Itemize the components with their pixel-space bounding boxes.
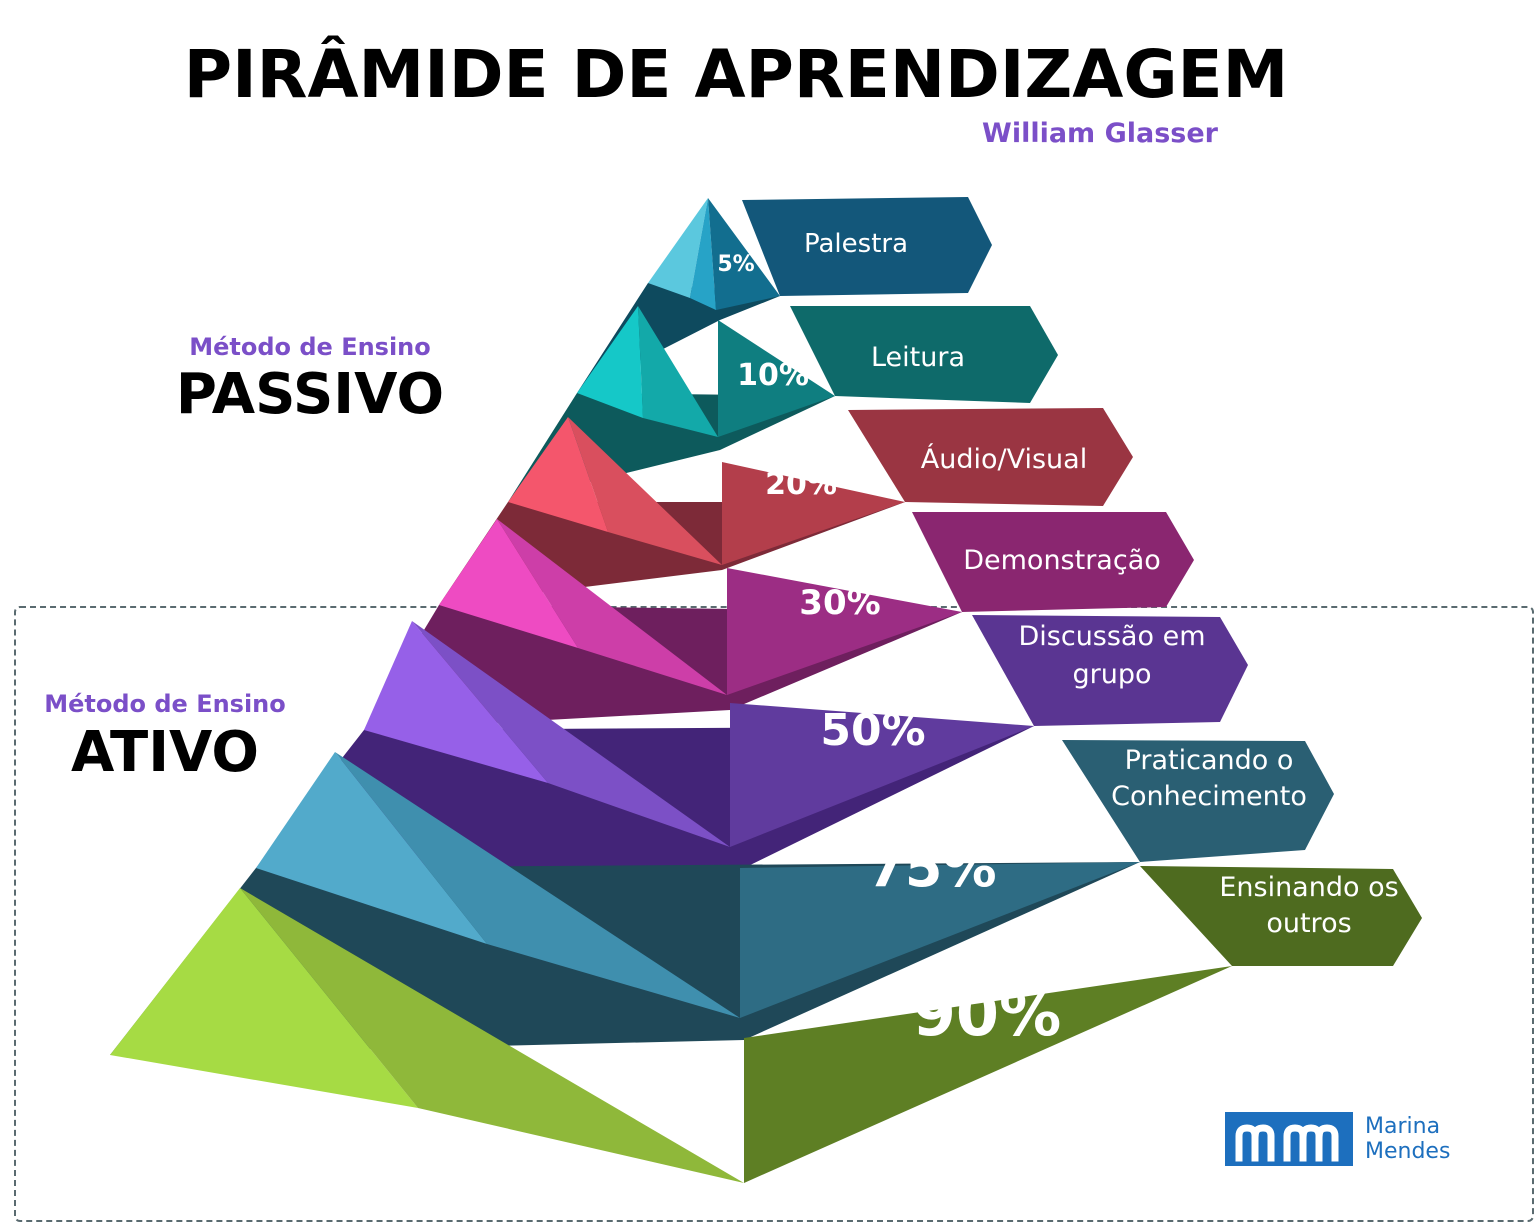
level-4-percent: 30% — [799, 583, 880, 623]
level-3-right-face — [722, 462, 905, 565]
level-3-middle-face — [568, 417, 722, 565]
level-6-left-face — [256, 752, 487, 944]
level-6-right-face — [740, 862, 1140, 1018]
level-6-label-line-1: Praticando o — [1125, 745, 1294, 776]
level-1-percent: 5% — [717, 252, 754, 277]
brand-name-line1: Marina — [1365, 1114, 1441, 1139]
level-1-label-tab — [742, 197, 992, 296]
level-7-label-tab — [1140, 866, 1422, 966]
level-6-middle-face — [335, 752, 740, 1018]
level-7-left-face — [110, 888, 418, 1108]
level-6-percent: 75% — [867, 836, 996, 899]
level-2-percent: 10% — [737, 358, 809, 393]
level-5-right-face — [730, 703, 1034, 847]
level-1-label-line-1: Palestra — [804, 229, 908, 259]
level-3-left-face — [508, 417, 608, 532]
level-3-label-line-1: Áudio/Visual — [921, 443, 1087, 475]
level-4-left-face — [439, 519, 578, 648]
level-7-right-face — [744, 966, 1232, 1183]
level-4-middle-face — [497, 519, 727, 695]
brand-name-line2: Mendes — [1365, 1139, 1451, 1164]
level-1-right-face — [708, 198, 780, 310]
page-title: PIRÂMIDE DE APRENDIZAGEM — [183, 36, 1289, 113]
level-2-middle-face — [638, 306, 718, 437]
level-1-middle-face — [690, 198, 716, 310]
level-3-label-tab — [848, 408, 1133, 506]
passive-method-subtitle: Método de Ensino — [189, 333, 431, 361]
level-4-label-tab — [912, 512, 1194, 612]
active-method-label: ATIVO — [71, 720, 259, 785]
level-2-label-line-1: Leitura — [871, 342, 965, 373]
level-5-middle-face — [412, 621, 730, 847]
brand-logo-mark — [1225, 1112, 1353, 1166]
level-2-label-tab — [790, 306, 1058, 403]
level-4-label-line-1: Demonstração — [963, 545, 1161, 576]
active-method-subtitle: Método de Ensino — [44, 690, 286, 718]
level-5-left-face — [364, 621, 548, 783]
level-6-label-tab — [1062, 740, 1334, 862]
mm-logo-icon — [1235, 1124, 1339, 1162]
level-7-label-line-2: outros — [1266, 908, 1351, 939]
level-4-right-face — [727, 568, 962, 695]
level-5-label-line-2: grupo — [1072, 659, 1151, 690]
level-7-percent: 90% — [913, 977, 1061, 1050]
passive-method-label: PASSIVO — [175, 362, 445, 427]
level-5-label-line-1: Discussão em — [1018, 621, 1205, 652]
level-7-label-line-1: Ensinando os — [1219, 872, 1398, 903]
level-7-middle-face — [240, 888, 744, 1183]
level-2-right-face — [718, 320, 835, 437]
level-2-left-face — [577, 306, 643, 418]
level-5-label-tab — [972, 615, 1248, 726]
level-1-left-face — [648, 198, 708, 298]
level-3-percent: 20% — [765, 467, 837, 502]
author-name: William Glasser — [982, 118, 1218, 149]
level-5-percent: 50% — [820, 705, 925, 756]
brand-logo-text: Marina Mendes — [1365, 1114, 1450, 1164]
brand-logo: Marina Mendes — [1225, 1112, 1485, 1168]
level-6-label-line-2: Conhecimento — [1111, 781, 1307, 812]
